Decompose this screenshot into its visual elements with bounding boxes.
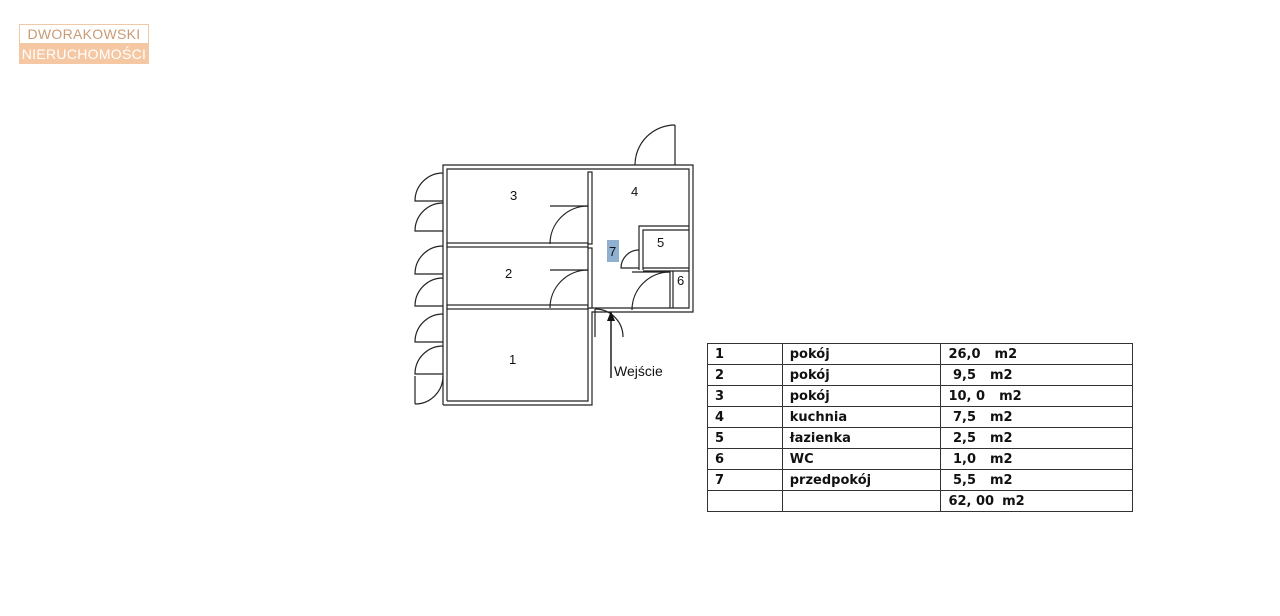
area-unit: m2 — [990, 367, 1013, 383]
room-name: przedpokój — [781, 469, 942, 491]
area-value: 7,5 — [948, 409, 977, 425]
door-arc-entrance — [594, 308, 624, 338]
room-area: 9,5 m2 — [940, 364, 1133, 386]
logo-line-2: NIERUCHOMOŚCI — [19, 44, 149, 64]
table-row: 2 pokój 9,5 m2 — [707, 364, 1133, 386]
room-label-2: 2 — [505, 266, 512, 281]
area-value: 9,5 — [948, 367, 977, 383]
room-7-highlight — [607, 240, 619, 262]
room-label-3: 3 — [510, 188, 517, 203]
room-label-7: 7 — [609, 244, 616, 259]
area-unit: m2 — [999, 388, 1022, 404]
total-area-value: 62, 00 — [948, 493, 995, 509]
room-area: 26,0 m2 — [940, 343, 1133, 365]
room-area: 5,5 m2 — [940, 469, 1133, 491]
area-unit: m2 — [990, 451, 1013, 467]
table-row: 6 WC 1,0 m2 — [707, 448, 1133, 470]
room-name: pokój — [781, 364, 942, 386]
room-number: 3 — [707, 385, 783, 407]
area-value: 5,5 — [948, 472, 977, 488]
total-area-unit: m2 — [1002, 493, 1025, 509]
room-number: 1 — [707, 343, 783, 365]
room-number: 4 — [707, 406, 783, 428]
table-total-row: 62, 00 m2 — [707, 490, 1133, 512]
room-number: 6 — [707, 448, 783, 470]
room-number: 7 — [707, 469, 783, 491]
outer-walls — [442, 164, 694, 406]
room-label-4: 4 — [631, 184, 638, 199]
room-label-6: 6 — [677, 273, 684, 288]
area-value: 2,5 — [948, 430, 977, 446]
room-label-1: 1 — [509, 352, 516, 367]
table-row: 5 łazienka 2,5 m2 — [707, 427, 1133, 449]
area-unit: m2 — [990, 409, 1013, 425]
logo-line-1: DWORAKOWSKI — [19, 24, 149, 44]
table-row: 4 kuchnia 7,5 m2 — [707, 406, 1133, 428]
room-area: 2,5 m2 — [940, 427, 1133, 449]
company-logo: DWORAKOWSKI NIERUCHOMOŚCI — [19, 24, 149, 64]
door-arc-wc — [631, 271, 671, 311]
entrance-arrow — [607, 311, 615, 378]
table-row: 7 przedpokój 5,5 m2 — [707, 469, 1133, 491]
area-unit: m2 — [990, 430, 1013, 446]
room-name: kuchnia — [781, 406, 942, 428]
interior-walls — [446, 171, 689, 310]
area-value: 1,0 — [948, 451, 977, 467]
window-arcs — [414, 172, 444, 405]
room-name: pokój — [781, 385, 942, 407]
table-row: 1 pokój 26,0 m2 — [707, 343, 1133, 365]
room-name: WC — [781, 448, 942, 470]
total-area: 62, 00 m2 — [940, 490, 1133, 512]
area-unit: m2 — [990, 472, 1013, 488]
room-number: 5 — [707, 427, 783, 449]
table-row: 3 pokój 10, 0 m2 — [707, 385, 1133, 407]
room-area: 7,5 m2 — [940, 406, 1133, 428]
room-area: 1,0 m2 — [940, 448, 1133, 470]
room-label-5: 5 — [657, 235, 664, 250]
door-arc-room-2 — [549, 269, 589, 309]
area-table: 1 pokój 26,0 m2 2 pokój 9,5 m2 3 pokój 10,… — [707, 343, 1133, 512]
area-value: 26,0 — [948, 346, 981, 362]
room-name: łazienka — [781, 427, 942, 449]
area-unit: m2 — [994, 346, 1018, 362]
door-arc-room-3 — [549, 205, 589, 245]
room-name: pokój — [781, 343, 942, 365]
area-value: 10, 0 — [948, 388, 986, 404]
balcony-door-arc — [634, 124, 676, 166]
total-name — [781, 490, 942, 512]
total-number — [707, 490, 783, 512]
entrance-label: Wejście — [614, 363, 663, 379]
room-area: 10, 0 m2 — [940, 385, 1133, 407]
room-number: 2 — [707, 364, 783, 386]
door-arc-bathroom — [620, 249, 640, 269]
